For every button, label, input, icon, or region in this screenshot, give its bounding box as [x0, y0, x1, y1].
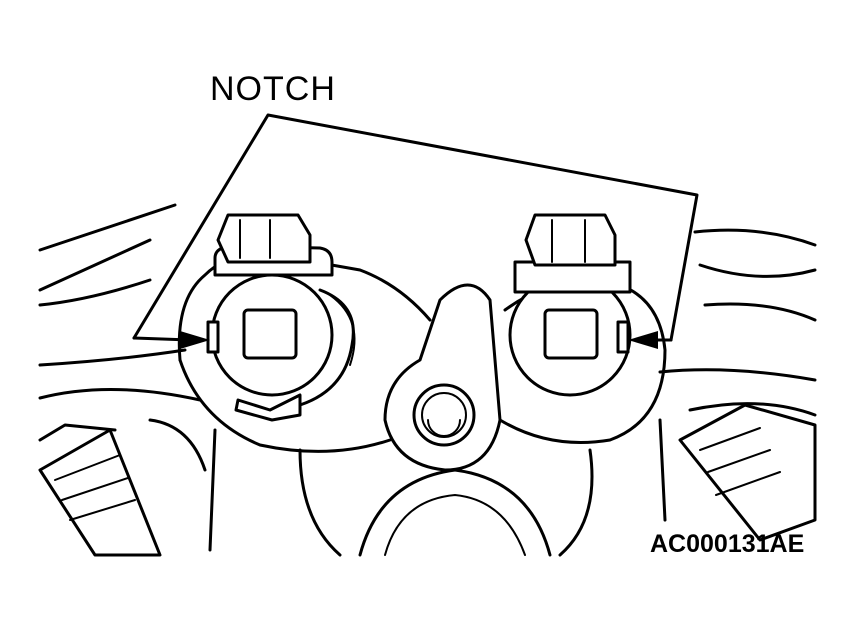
notch-callout-bracket	[132, 113, 699, 342]
notch-arrows	[132, 331, 673, 349]
figure-code: AC000131AE	[650, 530, 805, 558]
left-cam-sprocket	[206, 273, 356, 422]
right-cam-sprocket	[508, 273, 632, 397]
center-link-plate	[383, 283, 502, 472]
left-bolt	[213, 213, 334, 277]
right-arrow-head-icon	[628, 331, 658, 349]
background-contours	[38, 203, 817, 552]
lower-left-block	[38, 428, 162, 557]
left-arrow-head-icon	[180, 331, 210, 349]
notch-label: NOTCH	[210, 70, 336, 108]
right-bolt	[513, 213, 632, 294]
lower-right-block	[678, 403, 817, 542]
